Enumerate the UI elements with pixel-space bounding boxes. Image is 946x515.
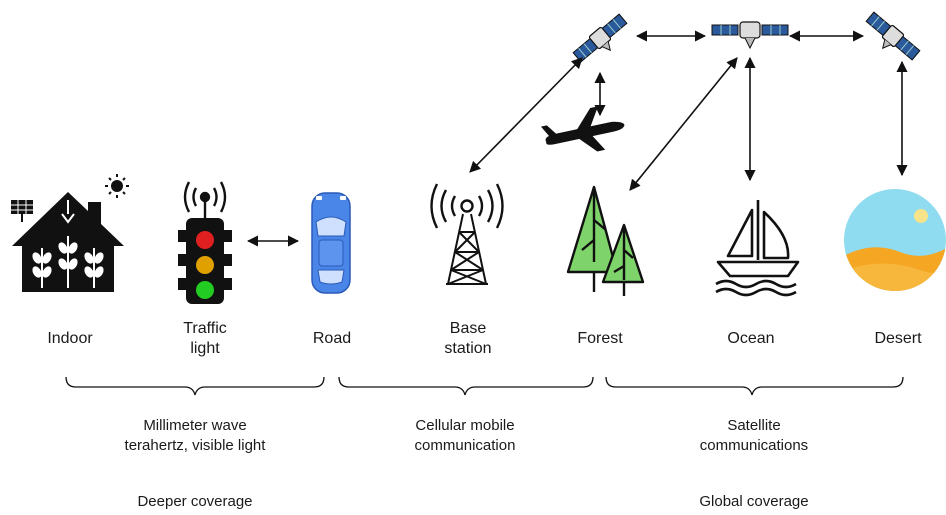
traffic-light-icon (178, 181, 232, 304)
group-braces (65, 376, 904, 396)
label-ocean: Ocean (727, 330, 775, 347)
label-base-station-line2: station (444, 340, 492, 357)
sailboat-icon (715, 200, 800, 297)
tree-icon (566, 185, 645, 296)
label-traffic-light-line2: light (190, 340, 220, 357)
label-traffic-light: Traffic light (165, 319, 245, 359)
solar-panel-icon (11, 200, 33, 222)
label-indoor: Indoor (47, 330, 93, 347)
label-desert: Desert (874, 330, 922, 347)
car-icon (311, 192, 351, 294)
caption-cellular-line1: Cellular mobile (415, 417, 515, 434)
desert-icon (844, 189, 946, 291)
cell-tower-icon (430, 183, 504, 285)
caption-cellular: Cellular mobile communication (365, 416, 565, 456)
brace-mmwave (65, 376, 325, 396)
link-arrows (246, 30, 908, 247)
caption-satellite: Satellite communications (654, 416, 854, 456)
satellite-icon (572, 13, 628, 63)
coverage-deeper: Deeper coverage (137, 493, 253, 510)
brace-satellite (605, 376, 904, 396)
smart-house-icon (11, 174, 129, 292)
sun-icon (105, 174, 129, 198)
arrow-sat2-forest (629, 57, 738, 191)
label-base-station: Base station (428, 319, 508, 359)
label-road: Road (312, 330, 352, 347)
satellite-icon (711, 21, 789, 50)
arrow-sat1-basestation (469, 57, 583, 173)
brace-cellular (338, 376, 594, 396)
satellite-icon (865, 11, 921, 61)
coverage-global: Global coverage (699, 493, 809, 510)
label-base-station-line1: Base (449, 320, 487, 337)
caption-cellular-line2: communication (414, 437, 516, 454)
caption-mmwave-line1: Millimeter wave (143, 417, 247, 434)
label-traffic-light-line1: Traffic (183, 320, 227, 337)
caption-satellite-line2: communications (699, 437, 809, 454)
caption-mmwave-line2: terahertz, visible light (124, 437, 266, 454)
airplane-icon (540, 106, 625, 152)
signal-icon (183, 181, 227, 218)
caption-mmwave: Millimeter wave terahertz, visible light (95, 416, 295, 456)
caption-satellite-line1: Satellite (727, 417, 781, 434)
label-forest: Forest (577, 330, 623, 347)
